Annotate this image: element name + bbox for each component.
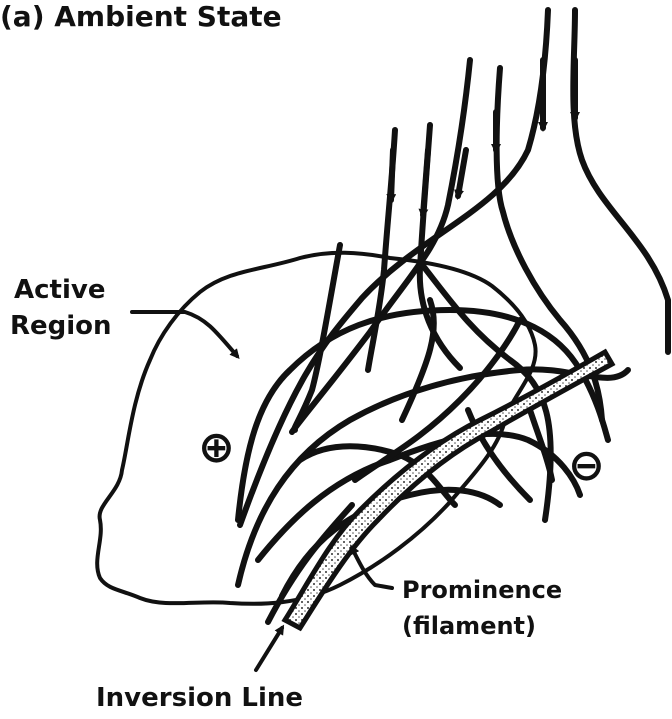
negative-polarity-symbol: ⊖: [568, 440, 605, 491]
field-line: [573, 10, 668, 352]
field-lines: [238, 10, 668, 596]
active-region-label-line1: Active: [14, 275, 105, 305]
inversion-line-label: Inversion Line: [96, 683, 303, 713]
inversion-line-pointer: [256, 628, 282, 670]
active-region-pointer: [132, 312, 237, 356]
figure-title: (a) Ambient State: [0, 0, 282, 33]
prominence-label-line2: (filament): [402, 612, 536, 640]
active-region-label-line2: Region: [10, 311, 112, 341]
field-line: [292, 60, 470, 432]
field-line: [238, 310, 608, 520]
positive-polarity-symbol: ⊕: [198, 422, 235, 473]
prominence-label-line1: Prominence: [402, 576, 562, 604]
field-line: [423, 150, 428, 215]
field-line: [240, 10, 548, 525]
field-line: [391, 150, 393, 200]
